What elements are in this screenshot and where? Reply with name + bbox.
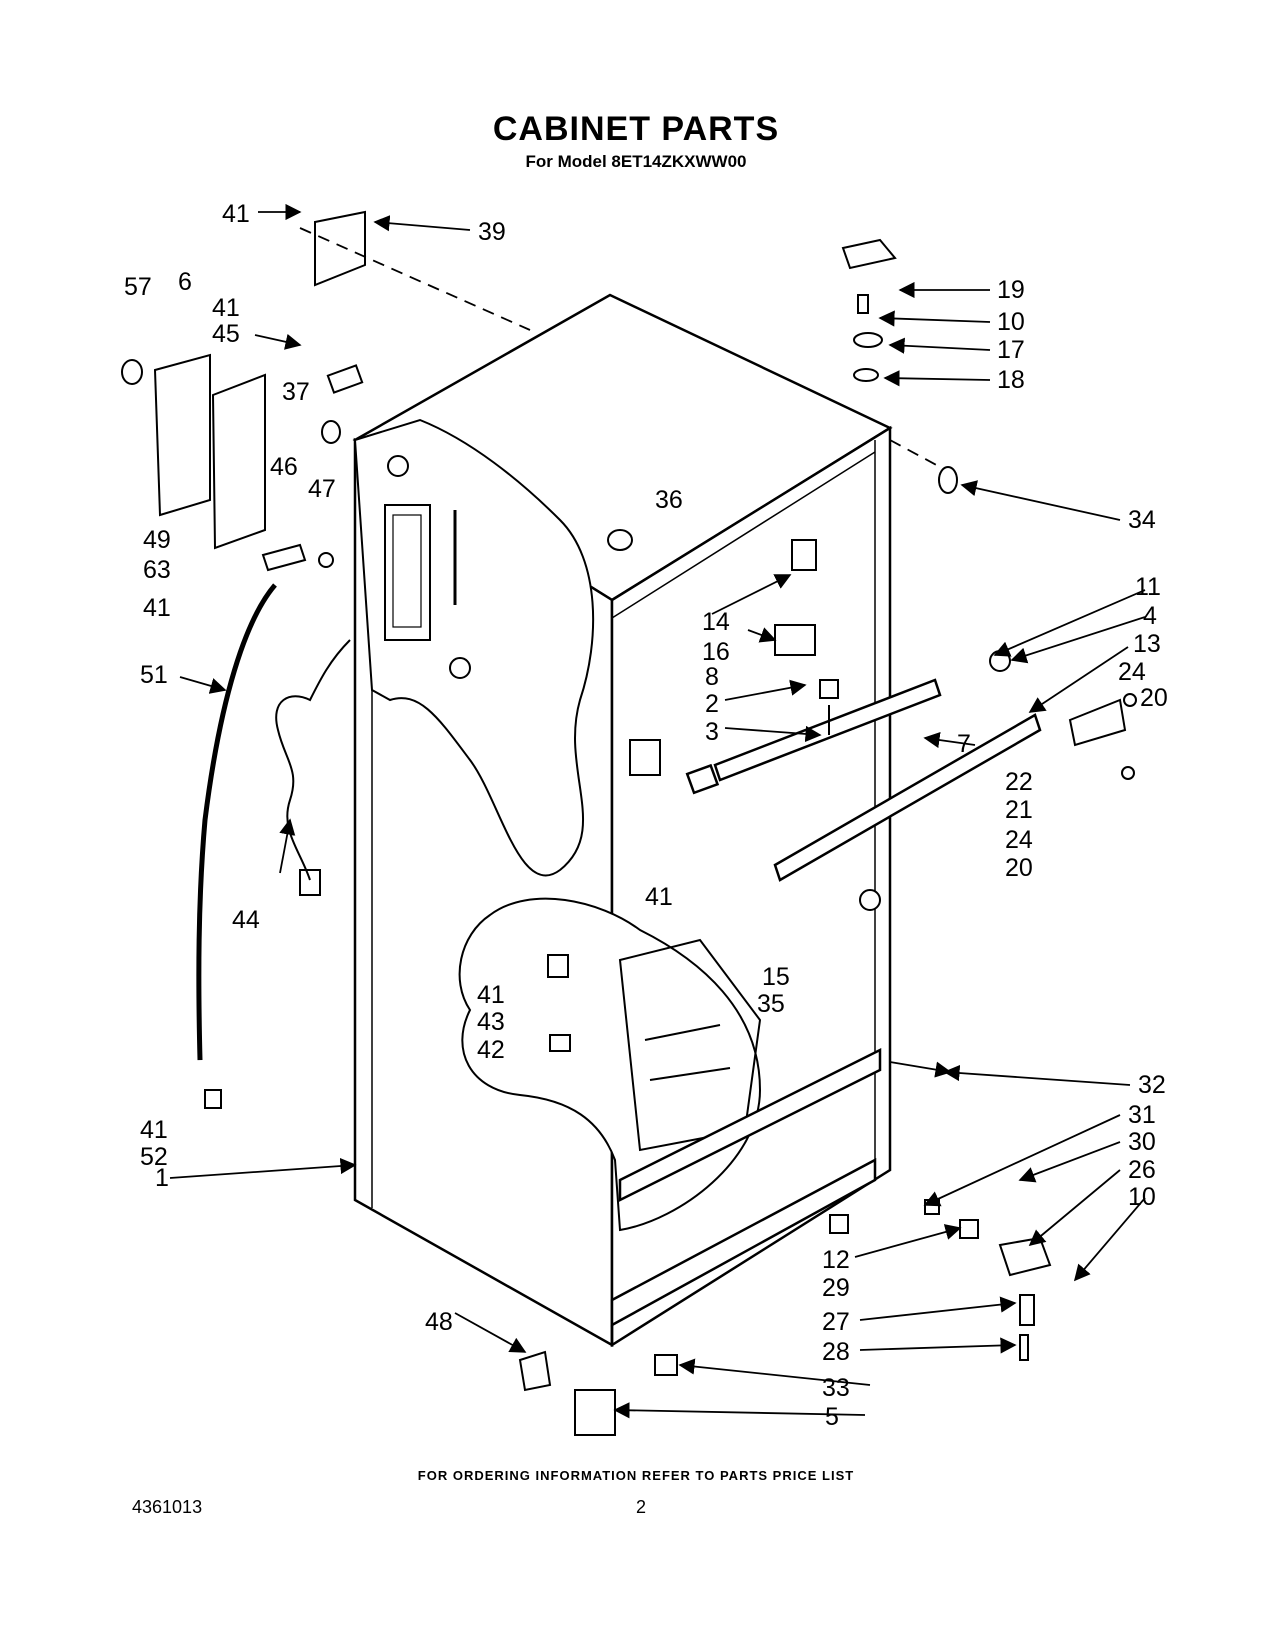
callout-41: 41 <box>212 294 240 322</box>
crossbar-assembly <box>685 678 1042 882</box>
callout-41: 41 <box>477 981 505 1009</box>
water-hose-and-cord <box>196 583 351 1061</box>
callout-41: 41 <box>140 1116 168 1144</box>
callout-10: 10 <box>997 308 1025 336</box>
callout-41: 41 <box>222 200 250 228</box>
base-frame <box>610 1047 882 1345</box>
callout-18: 18 <box>997 366 1025 394</box>
callout-29: 29 <box>822 1274 850 1302</box>
callout-28: 28 <box>822 1338 850 1366</box>
callout-4: 4 <box>1143 602 1157 630</box>
callout-39: 39 <box>478 218 506 246</box>
callout-11: 11 <box>1135 573 1161 601</box>
callout-20: 20 <box>1005 854 1033 882</box>
callout-1: 1 <box>155 1164 169 1192</box>
callout-26: 26 <box>1128 1156 1156 1184</box>
callout-36: 36 <box>655 486 683 514</box>
callout-labels: 41 39 57 6 41 45 37 46 47 49 63 41 51 44… <box>124 200 1168 1431</box>
page-number: 2 <box>636 1497 647 1517</box>
callout-41: 41 <box>143 594 171 622</box>
callout-5: 5 <box>825 1403 839 1431</box>
callout-3: 3 <box>705 718 719 746</box>
callout-46: 46 <box>270 453 298 481</box>
cabinet-body <box>352 293 893 1348</box>
callout-20: 20 <box>1140 684 1168 712</box>
callout-52: 52 <box>140 1143 168 1171</box>
callout-14: 14 <box>702 608 730 636</box>
callout-42: 42 <box>477 1036 505 1064</box>
callout-44: 44 <box>232 906 260 934</box>
callout-57: 57 <box>124 273 152 301</box>
callout-13: 13 <box>1133 630 1161 658</box>
callout-22: 22 <box>1005 768 1033 796</box>
callout-51: 51 <box>140 661 168 689</box>
leader-lines <box>169 203 1146 1419</box>
callout-37: 37 <box>282 378 310 406</box>
page-title: CABINET PARTS <box>492 110 780 148</box>
callout-21: 21 <box>1005 796 1033 824</box>
left-trim-parts <box>121 210 366 572</box>
cabinet-cutaway-upper <box>353 418 595 877</box>
ordering-note: FOR ORDERING INFORMATION REFER TO PARTS … <box>417 1468 855 1483</box>
callout-15: 15 <box>762 963 790 991</box>
callout-45: 45 <box>212 320 240 348</box>
callout-10: 10 <box>1128 1183 1156 1211</box>
callout-24: 24 <box>1005 826 1033 854</box>
model-subtitle: For Model 8ET14ZKXWW00 <box>525 152 747 171</box>
small-hardware <box>204 529 1137 1436</box>
callout-6: 6 <box>178 268 192 296</box>
callout-49: 49 <box>143 526 171 554</box>
hinge-top-assembly <box>841 238 958 494</box>
callout-43: 43 <box>477 1008 505 1036</box>
callout-24: 24 <box>1118 658 1146 686</box>
callout-7: 7 <box>957 730 971 758</box>
callout-35: 35 <box>757 990 785 1018</box>
callout-41: 41 <box>645 883 673 911</box>
callout-47: 47 <box>308 475 336 503</box>
callout-8: 8 <box>705 663 719 691</box>
callout-27: 27 <box>822 1308 850 1336</box>
callout-31: 31 <box>1128 1101 1156 1129</box>
callout-30: 30 <box>1128 1128 1156 1156</box>
callout-16: 16 <box>702 638 730 666</box>
callout-2: 2 <box>705 690 719 718</box>
document-number: 4361013 <box>132 1497 203 1517</box>
callout-19: 19 <box>997 276 1025 304</box>
callout-63: 63 <box>143 556 171 584</box>
callout-32: 32 <box>1138 1071 1166 1099</box>
callout-48: 48 <box>425 1308 453 1336</box>
callout-33: 33 <box>822 1374 850 1402</box>
callout-12: 12 <box>822 1246 850 1274</box>
callout-17: 17 <box>997 336 1025 364</box>
callout-34: 34 <box>1128 506 1156 534</box>
